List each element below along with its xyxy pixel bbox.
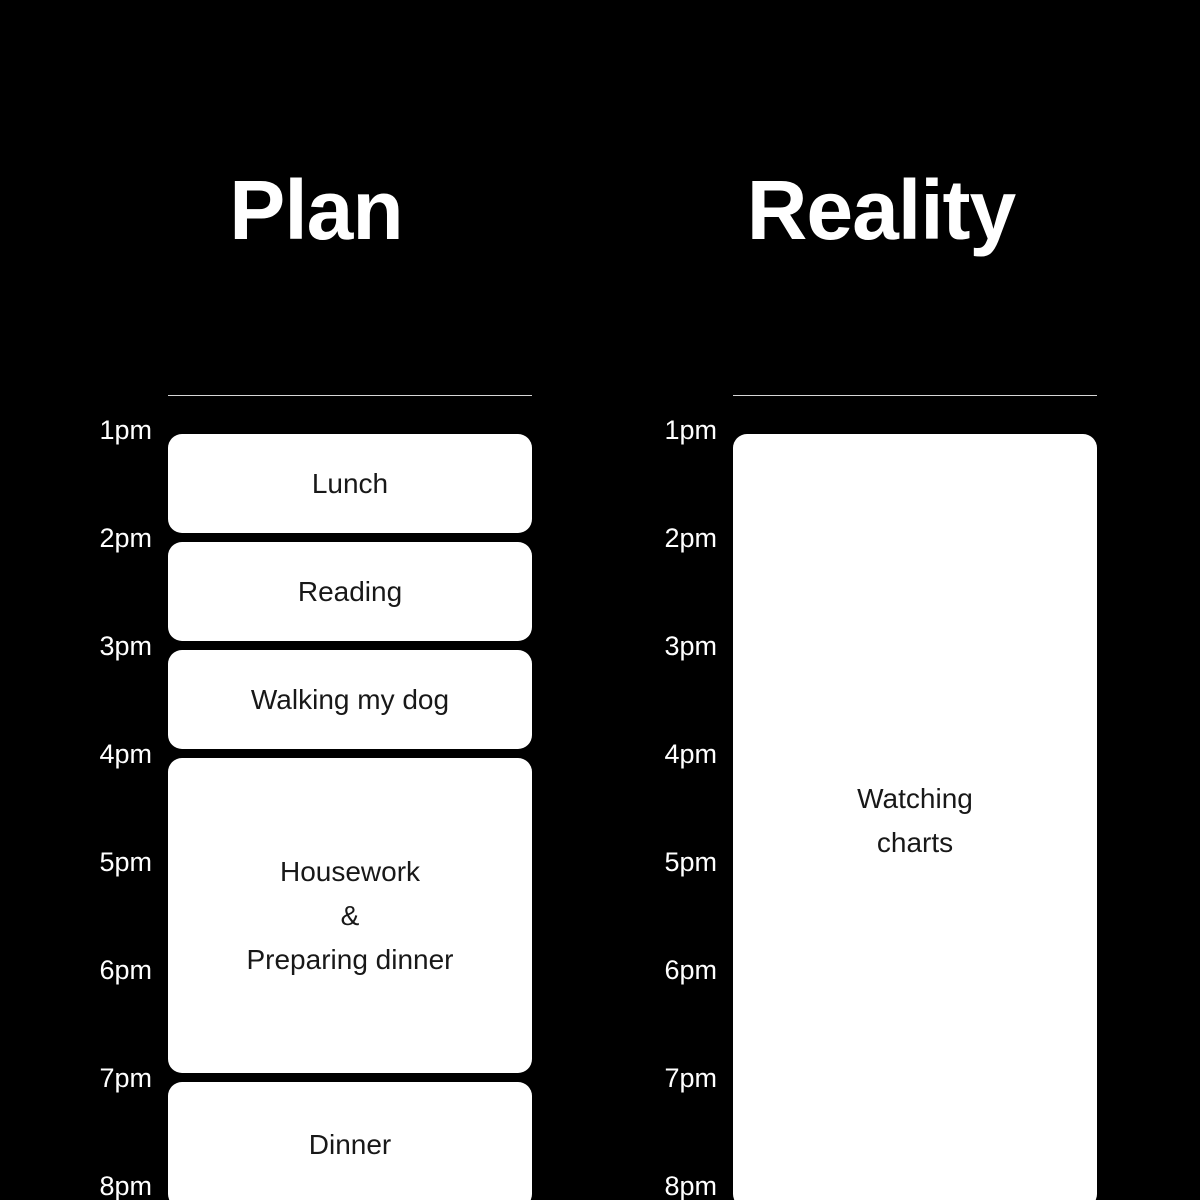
time-label: 3pm: [99, 631, 152, 661]
column-title-reality: Reality: [746, 163, 1016, 257]
event-label-line: Walking my dog: [250, 683, 450, 715]
timeline-top-rule: [168, 395, 532, 396]
time-label: 8pm: [664, 1171, 717, 1200]
time-label: 2pm: [664, 523, 717, 553]
event-block: Reading: [168, 542, 532, 641]
event-label-line: Preparing dinner: [246, 943, 454, 975]
time-label: 2pm: [99, 523, 152, 553]
time-labels: 1pm 2pm 3pm 4pm 5pm 6pm 7pm 8pm: [50, 415, 160, 1200]
event-block: Housework & Preparing dinner: [168, 758, 532, 1073]
time-label: 1pm: [664, 415, 717, 445]
event-label-line: Housework: [279, 855, 421, 887]
event-label-line: charts: [876, 827, 954, 858]
timeline-top-rule: [733, 395, 1097, 396]
event-label-line: Dinner: [308, 1129, 392, 1160]
time-label: 5pm: [99, 847, 152, 877]
event-label-line: &: [340, 899, 360, 931]
time-label: 8pm: [99, 1171, 152, 1200]
timeline-reality: 1pm 2pm 3pm 4pm 5pm 6pm 7pm 8pm Watching charts: [664, 395, 1097, 1200]
event-block: Watching charts: [733, 434, 1097, 1200]
event-block: Walking my dog: [168, 650, 532, 749]
event-block: Lunch: [168, 434, 532, 533]
event-label-line: Lunch: [311, 467, 389, 499]
event-blocks: Watching charts: [733, 430, 1097, 1200]
time-label: 6pm: [99, 955, 152, 985]
column-title-plan: Plan: [229, 163, 403, 257]
event-label-line: Reading: [297, 575, 403, 607]
time-labels: 1pm 2pm 3pm 4pm 5pm 6pm 7pm 8pm: [615, 415, 725, 1200]
time-label: 3pm: [664, 631, 717, 661]
time-label: 7pm: [664, 1063, 717, 1093]
event-label-line: Watching: [857, 783, 973, 814]
time-label: 5pm: [664, 847, 717, 877]
time-label: 7pm: [99, 1063, 152, 1093]
time-label: 1pm: [99, 415, 152, 445]
time-label: 4pm: [664, 739, 717, 769]
time-label: 4pm: [99, 739, 152, 769]
time-label: 6pm: [664, 955, 717, 985]
event-block: Dinner: [168, 1082, 532, 1200]
